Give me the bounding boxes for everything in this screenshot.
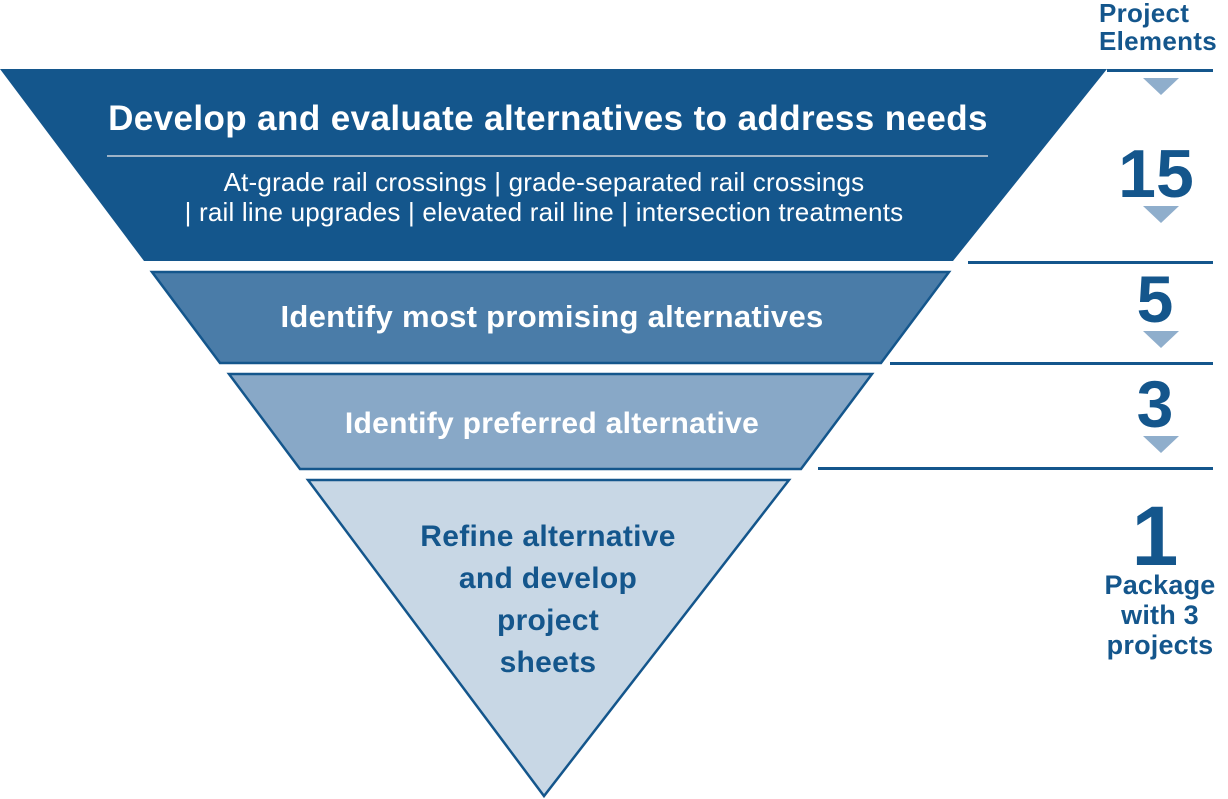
funnel: Develop and evaluate alternatives to add… (0, 69, 1107, 799)
down-arrow-icon (1143, 331, 1179, 348)
band-4-title-line-3: project (497, 604, 599, 637)
funnel-band-1 (0, 69, 1107, 261)
project-elements-header-line-2: Elements (1099, 26, 1217, 56)
band-4-title-line-1: Refine alternative (420, 520, 676, 553)
project-elements-header-line-1: Project (1099, 0, 1189, 28)
count-band-4: 1 (1132, 489, 1179, 583)
count-band-1: 15 (1118, 136, 1194, 212)
band-4-title-line-2: and develop (459, 562, 637, 595)
funnel-band-4 (305, 478, 792, 799)
package-note-line-3: projects (1107, 630, 1214, 660)
band-3-title: Identify preferred alternative (345, 407, 759, 440)
band-2-title: Identify most promising alternatives (280, 299, 823, 334)
down-arrow-icon (1143, 78, 1179, 95)
band-1-title: Develop and evaluate alternatives to add… (108, 99, 988, 138)
package-note-line-2: with 3 (1120, 600, 1199, 630)
funnel-band-2 (149, 270, 952, 365)
project-elements-column: Project Elements 15 5 3 1 Package with 3… (818, 0, 1217, 660)
band-1-details-line-2: | rail line upgrades | elevated rail lin… (185, 197, 904, 227)
package-note-line-1: Package (1105, 570, 1216, 600)
funnel-band-3 (226, 372, 875, 471)
band-4-title-line-4: sheets (500, 646, 597, 679)
count-band-3: 3 (1137, 367, 1174, 441)
count-band-2: 5 (1137, 262, 1174, 336)
down-arrow-icon (1143, 206, 1179, 223)
band-1-details-line-1: At-grade rail crossings | grade-separate… (224, 167, 865, 197)
down-arrow-icon (1143, 436, 1179, 453)
